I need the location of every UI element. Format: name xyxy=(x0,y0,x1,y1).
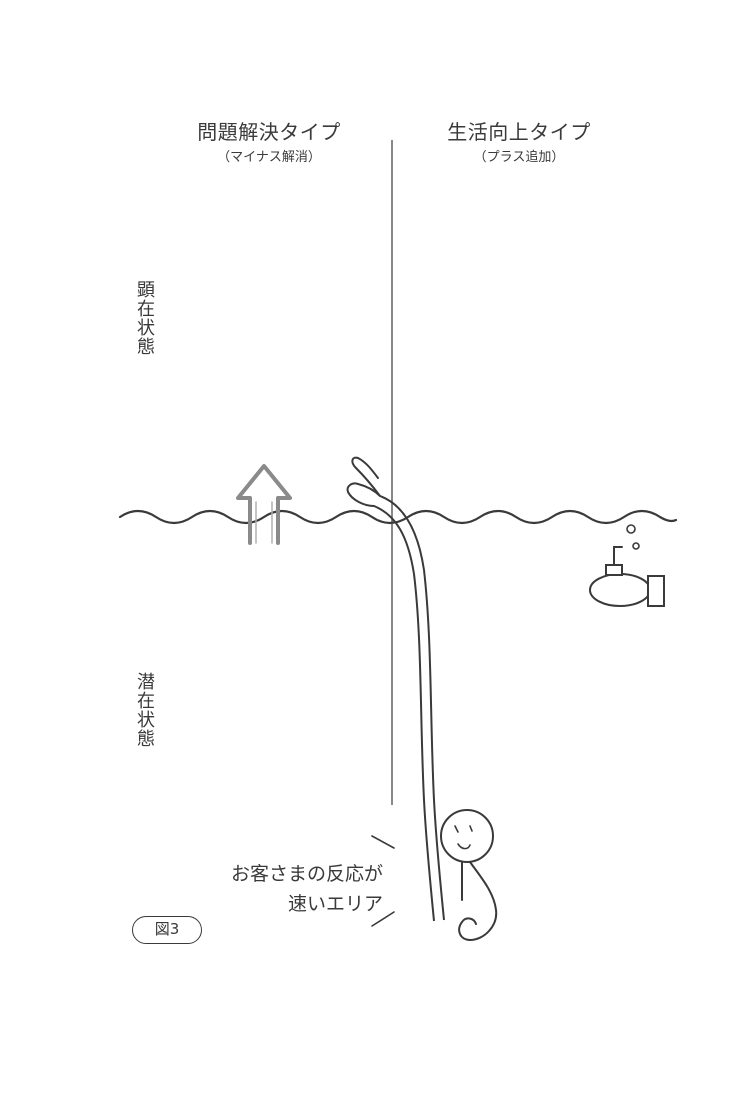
pointing-hand-icon xyxy=(346,456,381,507)
left-column-subtitle: （マイナス解消） xyxy=(217,150,321,165)
right-column-heading: 生活向上タイプ （プラス追加） xyxy=(399,118,639,168)
annotation-line-2: 速いエリア xyxy=(287,893,383,915)
person-face-icon xyxy=(454,825,473,850)
right-column-title: 生活向上タイプ xyxy=(447,120,591,144)
stretched-arm-inner xyxy=(373,505,435,922)
water-surface-line xyxy=(118,509,678,525)
bubble-icon xyxy=(626,524,636,534)
submarine-hull xyxy=(589,573,651,607)
up-arrow-inner-stroke xyxy=(255,501,273,544)
figure-label: 図3 xyxy=(132,916,202,944)
person-body xyxy=(458,861,498,942)
person-head xyxy=(440,809,494,863)
up-arrow-icon xyxy=(236,464,292,545)
stretched-arm-outer xyxy=(379,495,445,921)
left-column-heading: 問題解決タイプ （マイナス解消） xyxy=(149,118,389,168)
submarine-fin xyxy=(647,575,665,607)
annotation-line-1: お客さまの反応が xyxy=(230,863,383,885)
right-column-subtitle: （プラス追加） xyxy=(473,150,565,165)
periscope-icon xyxy=(613,546,623,566)
left-column-title: 問題解決タイプ xyxy=(197,120,341,144)
bubble-icon xyxy=(632,542,640,550)
motion-lines xyxy=(371,835,395,927)
lower-state-label: 潜在状態 xyxy=(134,672,155,748)
submarine-tower xyxy=(605,564,623,576)
upper-state-label: 顕在状態 xyxy=(134,280,155,356)
